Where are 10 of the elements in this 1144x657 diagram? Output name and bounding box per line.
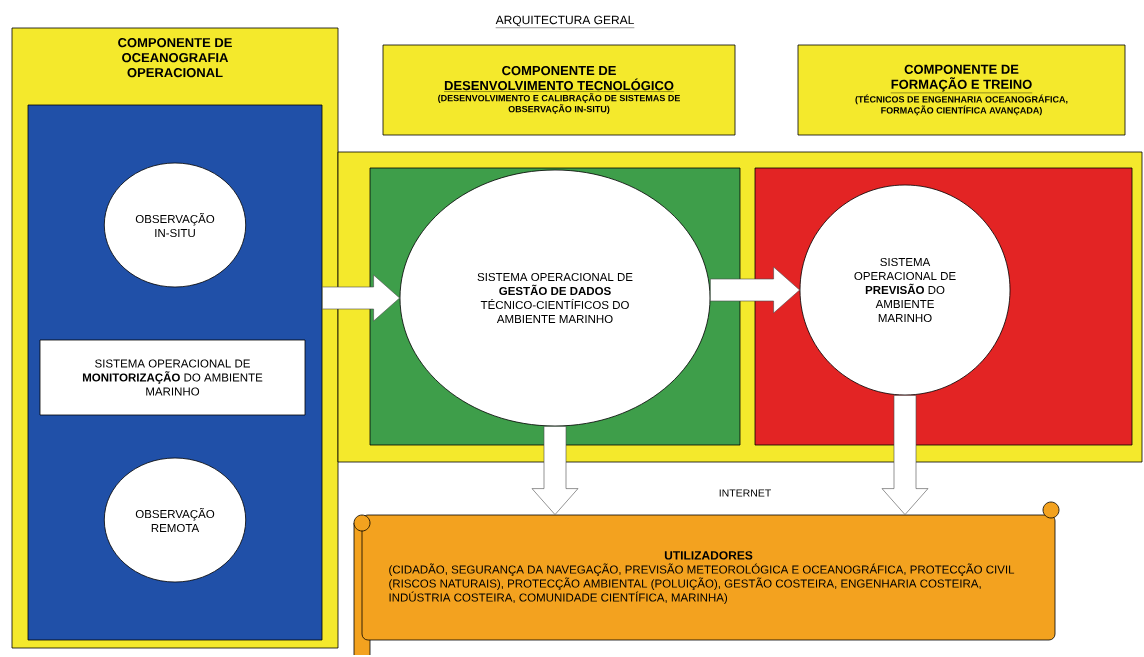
title: ARQUITECTURA GERAL [495,15,635,28]
users-scroll: UTILIZADORES (CIDADÃO, SEGURANÇA DA NAVEGAÇÃO, PREVISÃO METEOROLÓGICA E OCEANOGRÁFICA, PROTECÇÃO CIVIL (RISCOS NATURAIS), PROTECÇÃO AMBIENTAL (POLUIÇÃO), GESTÃO COSTEIRA, ENGENHARIA COSTEIRA, INDÚSTRIA COSTEIRA, COMUNIDADE CIENTÍFICA, MARINHA) [353,501,1060,656]
block-arrow [710,266,800,314]
process-box: SISTEMA OPERACIONAL DE MONITORIZAÇÃO DO AMBIENTE MARINHO [39,339,306,416]
component-box: COMPONENTE DE DESENVOLVIMENTO TECNOLÓGICO (DESENVOLVIMENTO E CALIBRAÇÃO DE SISTEMAS DE OBSERVAÇÃO IN-SITU) [382,44,736,136]
block-arrow [881,395,929,515]
label-text: INTERNET [719,489,771,497]
block-arrow [531,426,579,515]
component-box: COMPONENTE DE FORMAÇÃO E TREINO (TÉCNICOS DE ENGENHARIA OCEANOGRÁFICA, FORMAÇÃO CIENTÍFICA AVANÇADA) [797,44,1126,136]
block-arrow [322,274,400,322]
